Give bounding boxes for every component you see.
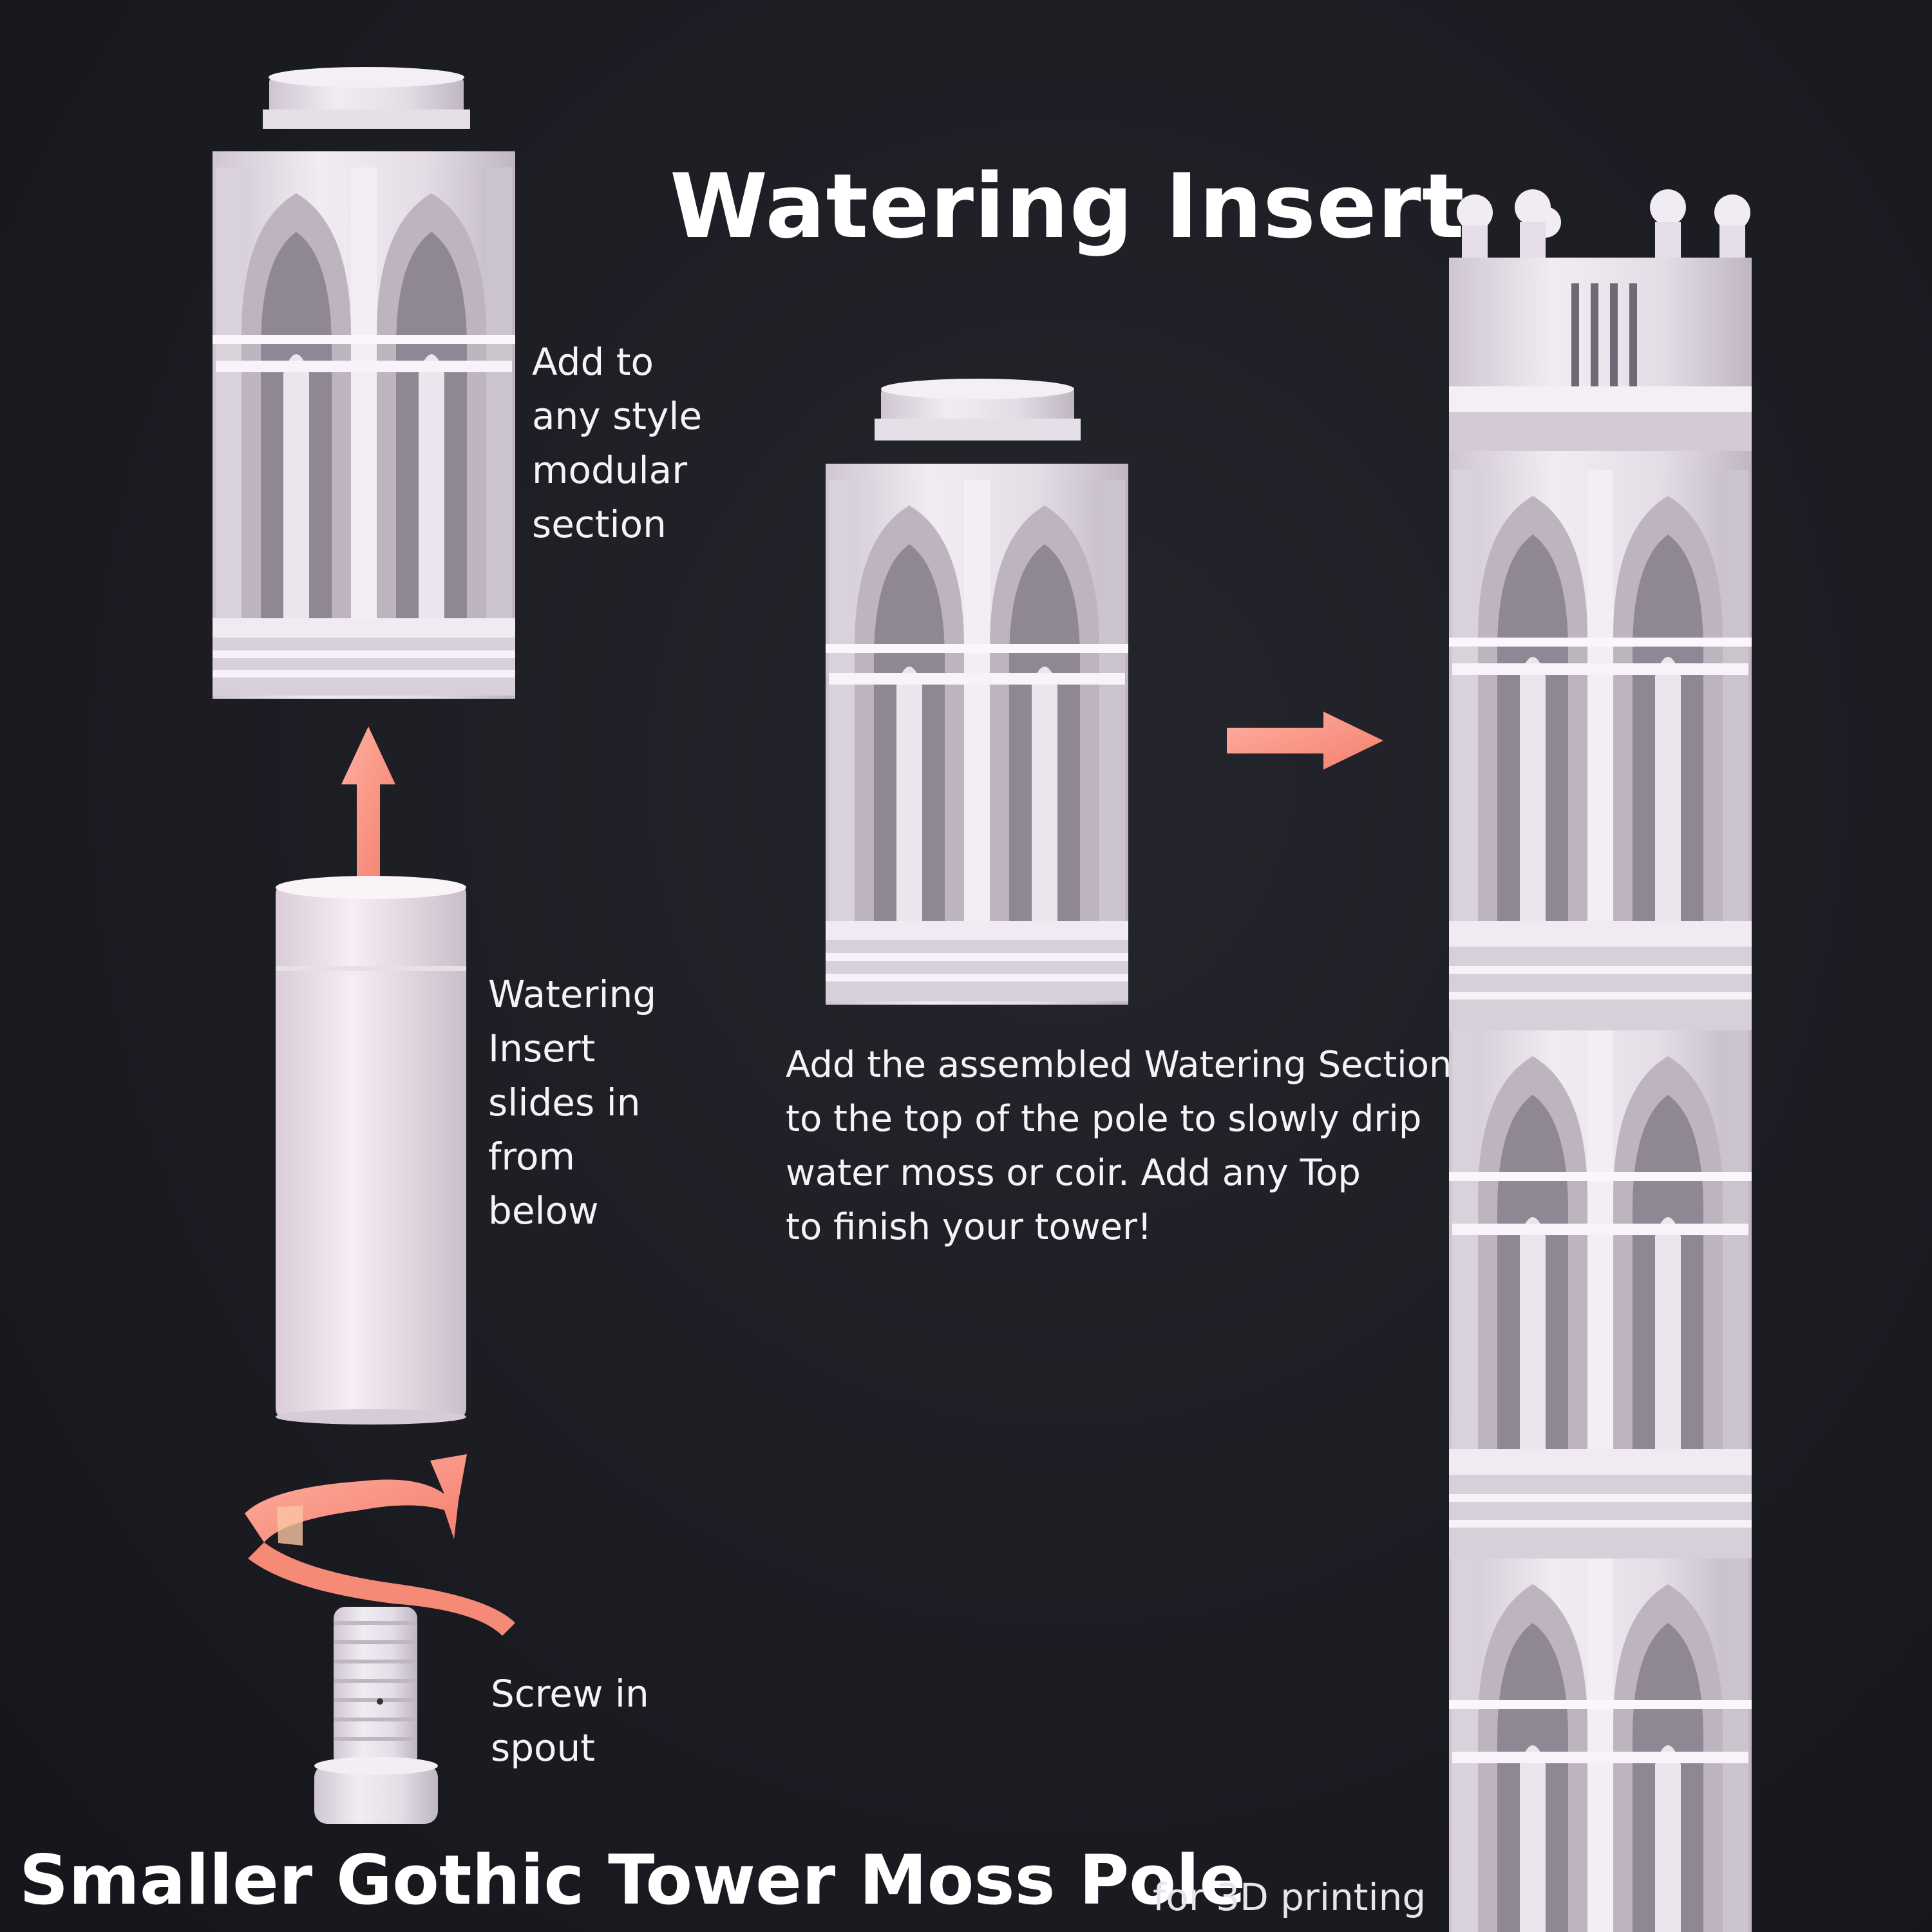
caption-line: to finish your tower! [786,1206,1152,1248]
footer-title: Smaller Gothic Tower Moss Pole [19,1841,1246,1920]
caption-line: Add to [532,340,654,384]
caption-insert-slides: Watering Insert slides in from below [488,967,656,1238]
caption-assembled: Add the assembled Watering Section to th… [786,1038,1452,1255]
caption-line: to the top of the pole to slowly drip [786,1098,1422,1140]
caption-line: spout [491,1726,596,1770]
footer-subtitle: for 3D printing [1153,1875,1426,1919]
caption-line: any style [532,394,703,438]
gothic-module-top-left [213,67,515,699]
caption-line: water moss or coir. Add any Top [786,1152,1361,1194]
caption-line: Watering [488,972,657,1016]
caption-line: modular [532,448,688,492]
twist-arrow-icon [245,1454,515,1636]
caption-line: section [532,502,667,546]
caption-line: from [488,1135,575,1179]
gothic-module-assembled [826,379,1128,1005]
watering-insert-tube [276,876,466,1425]
caption-line: Add the assembled Watering Section [786,1044,1452,1086]
caption-add-section: Add to any style modular section [532,335,702,551]
right-arrow-icon [1227,712,1383,770]
caption-line: Insert [488,1027,596,1070]
caption-screw-spout: Screw in spout [491,1667,649,1775]
gothic-tower [1449,189,1752,1932]
up-arrow-icon [341,726,395,882]
caption-line: below [488,1189,599,1233]
screw-spout [314,1607,438,1824]
caption-line: slides in [488,1081,641,1124]
page-title: Watering Insert [670,155,1465,258]
caption-line: Screw in [491,1672,649,1716]
